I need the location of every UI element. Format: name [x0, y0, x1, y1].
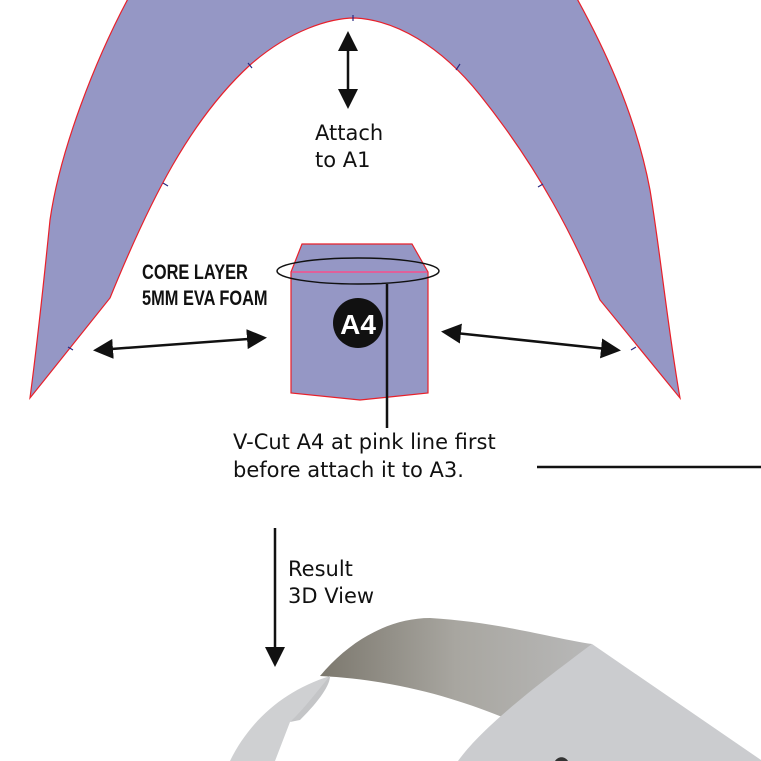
v-cut-note-line2: before attach it to A3. [233, 458, 464, 482]
v-cut-highlight-ellipse [276, 257, 440, 285]
core-layer-label-line2: 5MM EVA FOAM [142, 286, 268, 309]
core-layer-label-line1: CORE LAYER [142, 260, 248, 283]
result-label-line1: Result [288, 557, 353, 581]
a4-badge [333, 298, 383, 348]
right-double-arrow [441, 323, 621, 359]
result-label-line2: 3D View [288, 584, 374, 608]
result-3d-model [230, 618, 761, 761]
attach-label-line2: to A1 [315, 148, 370, 172]
arch-foam-piece [29, 0, 681, 401]
alignment-ticks [67, 15, 637, 351]
v-cut-note-line1: V-Cut A4 at pink line first [233, 430, 496, 454]
attach-label-line1: Attach [315, 121, 383, 145]
left-double-arrow [93, 329, 267, 359]
a4-badge-label: A4 [340, 309, 376, 340]
